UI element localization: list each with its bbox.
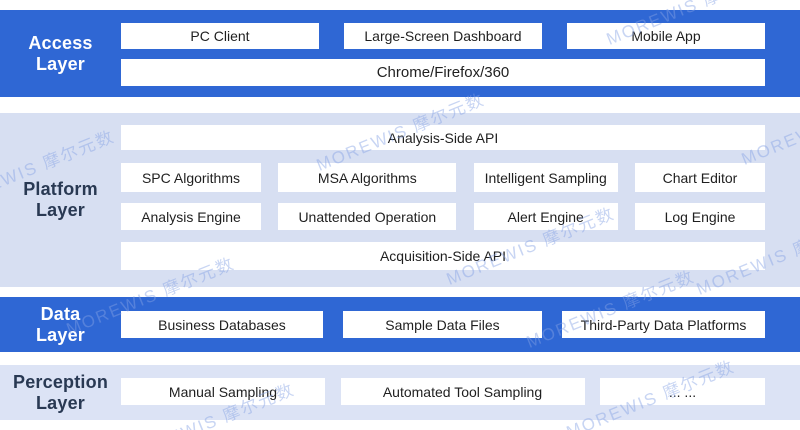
perception-layer-label-line1: Perception — [12, 371, 109, 392]
box-alert-engine: Alert Engine — [473, 203, 618, 230]
box-automated-tool-sampling: Automated Tool Sampling — [340, 378, 585, 405]
access-layer-label-line1: Access — [28, 32, 93, 53]
data-layer-content: Business Databases Sample Data Files Thi… — [121, 297, 765, 352]
box-ellipsis-more: ... ... — [600, 378, 765, 405]
box-analysis-side-api: Analysis-Side API — [121, 125, 765, 150]
data-sources-row: Business Databases Sample Data Files Thi… — [121, 311, 765, 338]
box-analysis-engine: Analysis Engine — [121, 203, 261, 230]
perception-sources-row: Manual Sampling Automated Tool Sampling … — [121, 378, 765, 405]
perception-layer-content: Manual Sampling Automated Tool Sampling … — [121, 365, 765, 420]
data-layer-label-line2: Layer — [35, 324, 86, 345]
data-layer-label: Data Layer — [0, 297, 121, 352]
access-layer-content: PC Client Large-Screen Dashboard Mobile … — [121, 10, 765, 97]
box-third-party-data-platforms: Third-Party Data Platforms — [562, 311, 765, 338]
box-unattended-operation: Unattended Operation — [278, 203, 457, 230]
box-manual-sampling: Manual Sampling — [121, 378, 325, 405]
access-apps-row: PC Client Large-Screen Dashboard Mobile … — [121, 23, 765, 49]
box-spc-algorithms: SPC Algorithms — [121, 163, 261, 192]
box-sample-data-files: Sample Data Files — [343, 311, 542, 338]
platform-modules-row1: SPC Algorithms MSA Algorithms Intelligen… — [121, 163, 765, 192]
perception-layer-band: Perception Layer Manual Sampling Automat… — [0, 365, 800, 420]
box-browser-support: Chrome/Firefox/360 — [121, 59, 765, 86]
box-pc-client: PC Client — [121, 23, 319, 49]
platform-layer-label-line2: Layer — [35, 200, 86, 220]
platform-layer-content: Analysis-Side API SPC Algorithms MSA Alg… — [121, 113, 765, 287]
perception-layer-label-line2: Layer — [35, 392, 86, 413]
box-chart-editor: Chart Editor — [634, 163, 765, 192]
box-log-engine: Log Engine — [634, 203, 765, 230]
access-layer-label: Access Layer — [0, 10, 121, 97]
box-mobile-app: Mobile App — [567, 23, 765, 49]
platform-layer-label: Platform Layer — [0, 113, 121, 287]
platform-layer-band: Platform Layer Analysis-Side API SPC Alg… — [0, 113, 800, 287]
data-layer-label-line1: Data — [40, 303, 81, 324]
perception-layer-label: Perception Layer — [0, 365, 121, 420]
platform-layer-label-line1: Platform — [23, 179, 98, 199]
access-layer-band: Access Layer PC Client Large-Screen Dash… — [0, 10, 800, 97]
box-business-databases: Business Databases — [121, 311, 323, 338]
data-layer-band: Data Layer Business Databases Sample Dat… — [0, 297, 800, 352]
box-acquisition-side-api: Acquisition-Side API — [121, 242, 765, 270]
access-layer-label-line2: Layer — [35, 53, 86, 74]
box-msa-algorithms: MSA Algorithms — [278, 163, 457, 192]
box-intelligent-sampling: Intelligent Sampling — [473, 163, 618, 192]
platform-modules-row2: Analysis Engine Unattended Operation Ale… — [121, 203, 765, 230]
box-large-screen-dashboard: Large-Screen Dashboard — [344, 23, 542, 49]
